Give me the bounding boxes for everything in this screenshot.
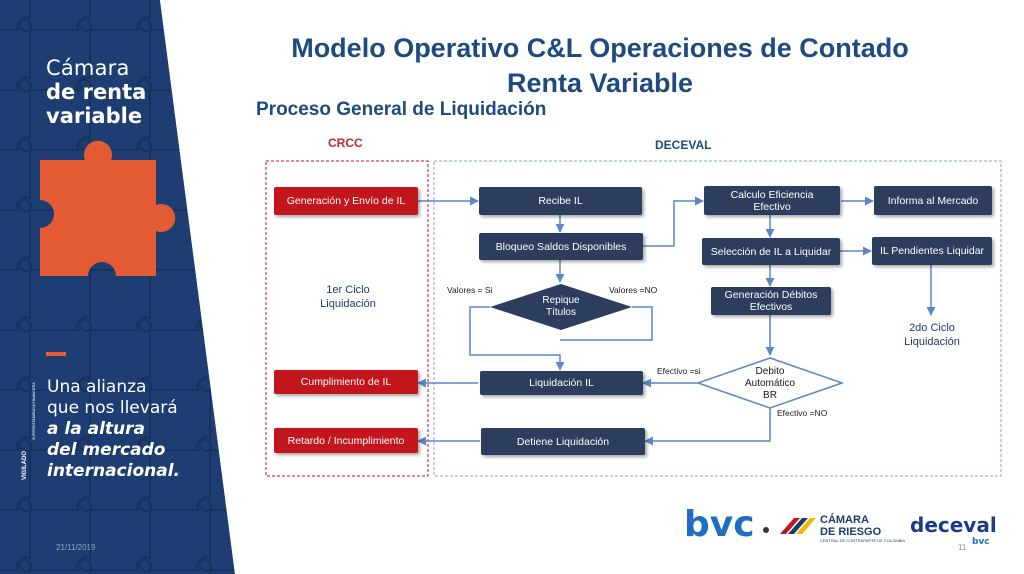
node-calculo-line-1: Calculo Eficiencia [730, 188, 814, 201]
partner-logos: bvc CÁMARA DE RIESGO CENTRAL DE CONTRAPA… [682, 502, 1002, 552]
node-calculo-line-2: Efectivo [753, 200, 791, 213]
separator-dot-icon [763, 527, 769, 533]
brand-line-2: de renta [46, 80, 147, 104]
page-subtitle: Proceso General de Liquidación [256, 99, 547, 120]
node-generacion-envio-il: Generación y Envío de IL [274, 187, 418, 215]
camara-logo-line-2: DE RIESGO [820, 526, 882, 538]
note-1er-ciclo-line-1: 1er Ciclo [326, 284, 370, 296]
puzzle-piece-icon [40, 140, 176, 276]
node-generacion-debitos: Generación Débitos Efectivos [711, 287, 831, 315]
node-il-pendientes: IL Pendientes Liquidar [872, 237, 992, 265]
camara-logo-line-1: CÁMARA [820, 513, 869, 526]
brand-panel: Cámara de renta variable Una alianza que… [0, 0, 240, 574]
node-generacion-label: Generación y Envío de IL [286, 195, 406, 207]
node-cumplimiento-label: Cumplimiento de IL [300, 376, 392, 388]
node-detiene-label: Detiene Liquidación [516, 435, 610, 448]
debito-diamond [695, 357, 845, 409]
tagline-line-3: a la altura [47, 419, 145, 439]
section-label-deceval: DECEVAL [655, 138, 712, 152]
page-number: 11 [958, 543, 967, 552]
deceval-logo-sub: bvc [972, 537, 990, 547]
repique-line-1: Repique [542, 295, 580, 306]
crcc-frame [265, 160, 429, 477]
page-title-line-1: Modelo Operativo C&L Operaciones de Cont… [291, 33, 909, 63]
node-retardo-label: Retardo / Incumplimiento [287, 434, 405, 447]
repique-diamond [490, 284, 632, 330]
note-2do-ciclo-line-2: Liquidación [904, 336, 960, 348]
slide-date: 21/11/2019 [56, 543, 96, 552]
node-pendientes-label: IL Pendientes Liquidar [879, 245, 985, 257]
deceval-frame [433, 160, 1002, 477]
page-title-line-2: Renta Variable [506, 68, 694, 98]
node-seleccion-label: Selección de IL a Liquidar [710, 245, 832, 258]
camara-riesgo-logo-icon: CÁMARA DE RIESGO CENTRAL DE CONTRAPARTE … [780, 513, 905, 543]
node-debitos-line-1: Generación Débitos [724, 289, 818, 301]
node-liquidacion-il: Liquidación IL [480, 371, 643, 395]
note-2do-ciclo-line-1: 2do Ciclo [909, 322, 955, 334]
bvc-logo-icon: bvc [684, 504, 755, 545]
debito-line-3: BR [763, 390, 777, 401]
node-recibe-label: Recibe IL [538, 195, 583, 207]
tagline-line-4: del mercado [47, 440, 166, 460]
debito-line-2: Automático [744, 378, 796, 389]
node-bloqueo-saldos: Bloqueo Saldos Disponibles [479, 233, 643, 260]
node-informa-mercado: Informa al Mercado [874, 186, 992, 215]
node-informa-label: Informa al Mercado [887, 194, 979, 207]
bvc-logo-text: bvc [684, 504, 755, 545]
label-valores-si: Valores = Si [447, 285, 493, 295]
logos-svg: bvc CÁMARA DE RIESGO CENTRAL DE CONTRAPA… [684, 504, 997, 547]
brand-line-1: Cámara [46, 56, 130, 80]
node-seleccion-il: Selección de IL a Liquidar [702, 238, 840, 265]
puzzle-background [0, 0, 240, 574]
node-recibe-il: Recibe IL [479, 187, 642, 215]
brand-line-3: variable [46, 104, 143, 128]
repique-line-2: Títulos [545, 307, 576, 318]
node-bloqueo-label: Bloqueo Saldos Disponibles [495, 240, 627, 253]
note-1er-ciclo-line-2: Liquidación [320, 298, 376, 310]
tagline-line-2: que nos llevará [47, 398, 178, 418]
note-2do-ciclo: 2do Ciclo Liquidación [882, 321, 982, 349]
node-cumplimiento-il: Cumplimiento de IL [274, 370, 418, 394]
node-retardo-incumplimiento: Retardo / Incumplimiento [274, 428, 418, 453]
node-detiene-liquidacion: Detiene Liquidación [481, 428, 645, 455]
label-efectivo-si: Efectivo =si [657, 366, 701, 376]
deceval-logo-icon: deceval bvc [910, 513, 997, 547]
node-liquidacion-label: Liquidación IL [529, 377, 594, 389]
camara-logo-sub: CENTRAL DE CONTRAPARTE DE COLOMBIA [820, 538, 905, 543]
tagline-line-1: Una alianza [47, 377, 147, 397]
tagline-line-5: internacional. [47, 461, 180, 481]
label-efectivo-no: Efectivo =NO [777, 408, 828, 418]
node-calculo-eficiencia: Calculo Eficiencia Efectivo [704, 186, 840, 215]
debito-text: Debito Automático BR [730, 366, 810, 402]
section-label-crcc: CRCC [328, 136, 363, 150]
repique-text: Repique Títulos [521, 295, 601, 319]
note-1er-ciclo: 1er Ciclo Liquidación [298, 283, 398, 311]
debito-line-1: Debito [755, 366, 785, 377]
deceval-logo-text: deceval [910, 513, 997, 537]
label-valores-no: Valores =NO [609, 285, 658, 295]
node-debitos-line-2: Efectivos [749, 301, 793, 313]
accent-dash [46, 352, 66, 356]
